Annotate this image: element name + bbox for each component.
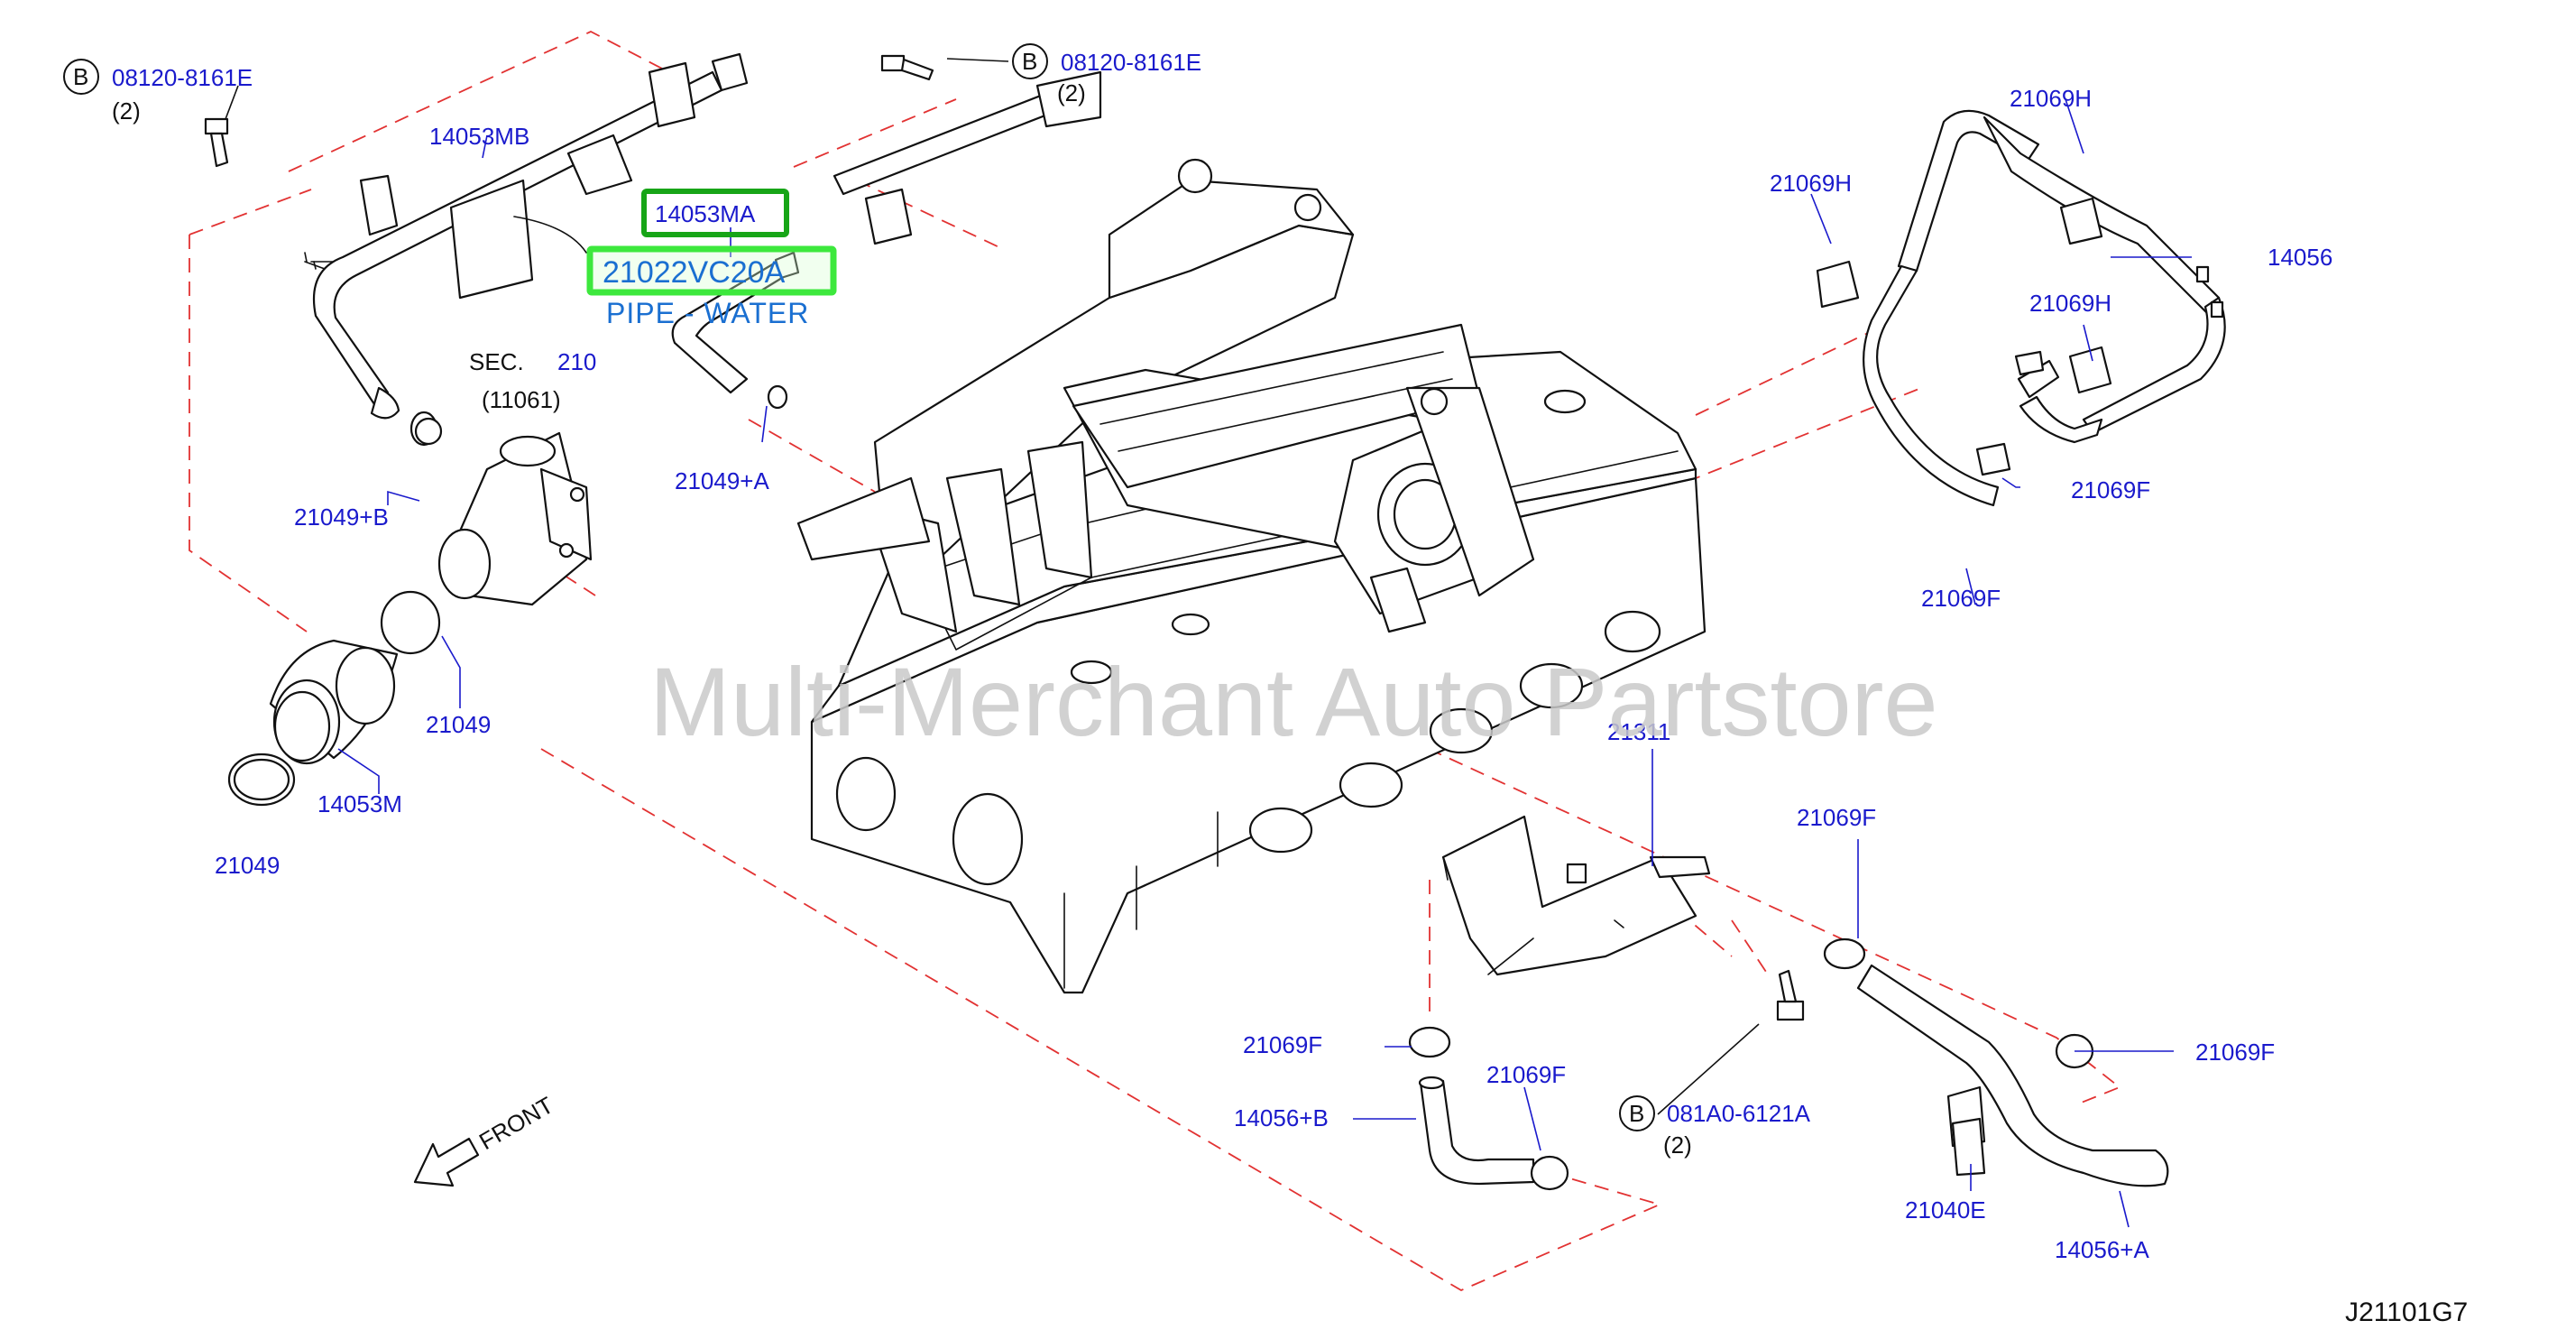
highlighted-part-callout[interactable]: 14053MA 21022VC20A PIPE - WATER [586,189,837,329]
part-label[interactable]: 14053MB [429,123,529,150]
diagram-code: J21101G7 [2345,1297,2468,1327]
part-label[interactable]: 14056+B [1234,1104,1329,1131]
bolt-part-number: 08120-8161E [1061,49,1201,76]
hose-14056A [1823,937,2169,1187]
part-label[interactable]: 21069F [2071,476,2150,503]
part-label[interactable]: 21069F [2195,1039,2275,1066]
bolt-callout-1: B 08120-8161E (2) [63,59,253,125]
section-reference: SEC. 210 (11061) [469,348,596,413]
part-label[interactable]: 21069H [2010,85,2092,112]
hose-14056-assembly [1816,109,2226,507]
part-label[interactable]: 21049+B [294,503,389,531]
part-label[interactable]: 21049+A [675,467,769,494]
part-label[interactable]: 21069F [1797,804,1876,831]
part-label[interactable]: 21049 [215,852,280,879]
highlight-upper-label: 14053MA [655,200,756,227]
bolt-icon [880,54,934,81]
part-label[interactable]: 21069F [1243,1031,1322,1058]
bolt-callout-3: B 081A0-6121A (2) [1619,1095,1811,1159]
circled-letter: B [73,63,88,90]
leader-lines [225,58,2192,1228]
bolt-icon [1776,969,1805,1021]
front-label: FRONT [474,1091,558,1155]
bolt-quantity: (2) [1663,1131,1692,1159]
part-label[interactable]: 14056+A [2055,1236,2149,1263]
intake-manifold [796,158,1535,633]
bolt-part-number: 081A0-6121A [1667,1100,1811,1127]
front-arrow-icon [413,1137,480,1187]
bolt-icon [204,117,229,168]
watermark: Multi-Merchant Auto Partstore [649,647,1938,756]
part-label[interactable]: 21040E [1905,1196,1986,1224]
highlight-description: PIPE - WATER [606,297,809,329]
bolt-part-number: 08120-8161E [112,64,253,91]
hose-14056B [1408,1026,1569,1191]
part-label[interactable]: 21069H [1770,170,1852,197]
part-label[interactable]: 21069H [2029,290,2111,317]
section-link[interactable]: 210 [557,348,596,375]
bolt-quantity: (2) [1057,79,1086,106]
bracket-21311 [1441,815,1711,976]
section-prefix: SEC. [469,348,524,375]
highlight-part-number[interactable]: 21022VC20A [603,255,786,290]
part-label[interactable]: 14053M [317,790,402,817]
part-label[interactable]: 21069F [1486,1061,1566,1088]
water-pipe-14053MB [304,52,749,447]
bolt-icons [204,54,1805,1021]
water-outlet-housing [380,417,593,655]
section-sub: (11061) [482,386,561,413]
part-label[interactable]: 14056 [2268,244,2332,271]
water-pipe-14053MA [671,70,1102,410]
exhaust-ports [1248,610,1661,854]
bolt-quantity: (2) [112,97,141,125]
part-label[interactable]: 21069F [1921,585,2001,612]
circled-letter: B [1022,48,1037,75]
part-label[interactable]: 21311 [1607,718,1670,745]
part-label[interactable]: 21049 [426,711,491,738]
part-labels: 14053MB 21049+B 21049+A 21049 14053M 210… [215,85,2332,1263]
bolt-callout-2: B 08120-8161E (2) [1012,43,1201,106]
connector-14053M [227,639,399,807]
circled-letter: B [1629,1100,1644,1127]
